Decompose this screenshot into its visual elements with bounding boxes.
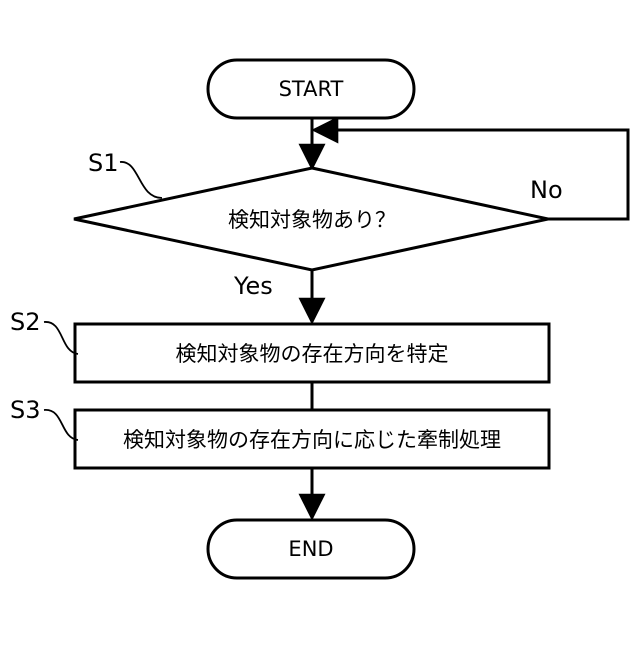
step-label-s3: S3 — [10, 396, 41, 424]
process-s3-text: 検知対象物の存在方向に応じた牽制処理 — [123, 428, 501, 452]
process-s2: 検知対象物の存在方向を特定 — [75, 324, 549, 382]
step-label-s1: S1 — [88, 149, 119, 177]
branch-yes-label: Yes — [233, 272, 273, 300]
process-s2-text: 検知対象物の存在方向を特定 — [176, 342, 449, 366]
step-label-s2: S2 — [10, 308, 41, 336]
leader-s1 — [120, 162, 162, 198]
process-s3: 検知対象物の存在方向に応じた牽制処理 — [75, 410, 549, 468]
decision-s1: 検知対象物あり？ — [74, 168, 548, 270]
branch-no-label: No — [530, 176, 563, 204]
leader-s2 — [44, 322, 78, 354]
start-terminator: START — [208, 60, 414, 118]
decision-s1-text: 検知対象物あり？ — [228, 208, 396, 232]
leader-s3 — [44, 410, 78, 440]
end-terminator: END — [208, 520, 414, 578]
start-label: START — [279, 77, 344, 101]
end-label: END — [288, 537, 333, 561]
